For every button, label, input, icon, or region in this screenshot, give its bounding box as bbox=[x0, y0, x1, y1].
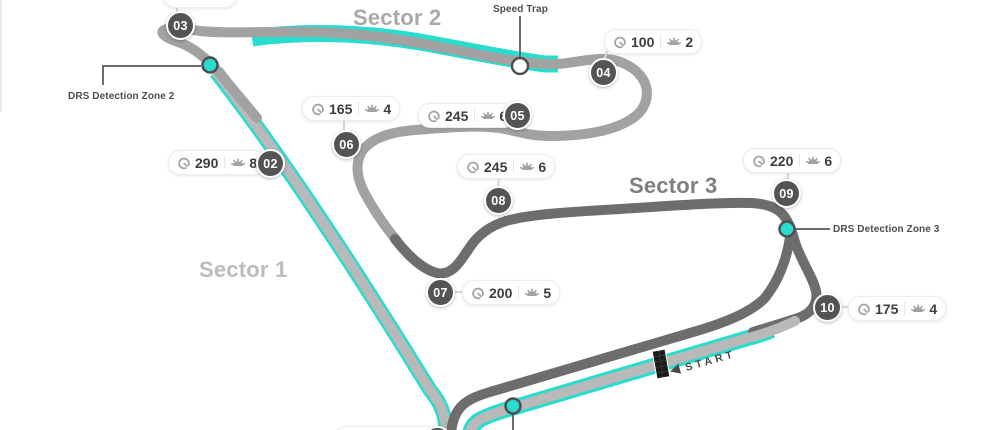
speed-value: 165 bbox=[329, 100, 353, 117]
speed-value: 245 bbox=[445, 107, 469, 124]
drs-detection-zone-3-label: DRS Detection Zone 3 bbox=[833, 224, 940, 235]
speed-gear-badge-turn-02[interactable]: 290 8 bbox=[168, 150, 267, 175]
speedometer-icon bbox=[427, 109, 441, 123]
gear-value: 6 bbox=[824, 152, 833, 169]
corner-marker-10[interactable]: 10 bbox=[813, 293, 842, 322]
speed-gear-badge-turn-04[interactable]: 100 2 bbox=[604, 29, 703, 54]
speed-value: 175 bbox=[875, 300, 899, 317]
track-start-finish-straight bbox=[465, 316, 800, 430]
speed-gear-badge-turn-09[interactable]: 220 6 bbox=[743, 148, 842, 173]
speed-gear-badge-turn-01-clipped[interactable] bbox=[334, 426, 438, 430]
gear-icon bbox=[520, 160, 535, 173]
left-edge-line bbox=[0, 0, 2, 112]
speedometer-icon bbox=[466, 160, 480, 174]
pill-divider bbox=[513, 160, 515, 173]
speed-gear-badge-turn-07[interactable]: 200 5 bbox=[462, 280, 561, 305]
track-sector3-return bbox=[446, 232, 795, 430]
pill-divider bbox=[518, 286, 520, 299]
speed-gear-badge-turn-10[interactable]: 175 4 bbox=[848, 296, 947, 321]
corner-marker-09[interactable]: 09 bbox=[772, 179, 801, 208]
speed-value: 220 bbox=[770, 152, 794, 169]
speed-trap-label: Speed Trap bbox=[493, 4, 548, 15]
speed-value: 200 bbox=[489, 284, 513, 301]
speed-value: 290 bbox=[195, 154, 219, 171]
speed-trap-dot[interactable] bbox=[510, 56, 530, 76]
sector-1-label: Sector 1 bbox=[199, 257, 288, 282]
finish-line-flag bbox=[651, 348, 671, 380]
drs-detection-dot-1[interactable] bbox=[504, 397, 522, 415]
gear-icon bbox=[481, 109, 496, 122]
gear-value: 4 bbox=[383, 100, 392, 117]
corner-marker-05[interactable]: 05 bbox=[503, 101, 532, 130]
corner-marker-04[interactable]: 04 bbox=[589, 58, 618, 87]
gear-value: 5 bbox=[543, 284, 552, 301]
speed-gear-badge-turn-03-clipped[interactable] bbox=[163, 0, 237, 8]
pill-divider bbox=[660, 35, 662, 48]
track-sector1-uphill bbox=[211, 67, 452, 430]
gear-value: 6 bbox=[538, 158, 547, 175]
speedometer-icon bbox=[471, 286, 485, 300]
start-arrow-icon bbox=[670, 363, 682, 374]
gear-value: 4 bbox=[929, 300, 938, 317]
gear-icon bbox=[525, 286, 540, 299]
pill-divider bbox=[799, 154, 801, 167]
corner-marker-06[interactable]: 06 bbox=[332, 130, 361, 159]
speed-gear-badge-turn-06[interactable]: 165 4 bbox=[302, 96, 401, 121]
speedometer-icon bbox=[752, 154, 766, 168]
speedometer-icon bbox=[613, 35, 627, 49]
pill-divider bbox=[904, 302, 906, 315]
gear-icon bbox=[806, 154, 821, 167]
gear-value: 8 bbox=[249, 154, 258, 171]
gear-icon bbox=[911, 302, 926, 315]
pill-divider bbox=[474, 109, 476, 122]
speedometer-icon bbox=[311, 102, 325, 116]
pill-divider bbox=[224, 156, 226, 169]
drs-detection-dot-2[interactable] bbox=[201, 56, 219, 74]
gear-icon bbox=[365, 102, 380, 115]
corner-marker-08[interactable]: 08 bbox=[484, 186, 513, 215]
corner-marker-07[interactable]: 07 bbox=[426, 278, 455, 307]
gear-value: 2 bbox=[685, 33, 694, 50]
track-sector3 bbox=[390, 197, 822, 337]
drs-detection-zone-2-label: DRS Detection Zone 2 bbox=[68, 91, 175, 102]
gear-icon bbox=[231, 156, 246, 169]
speedometer-icon bbox=[177, 156, 191, 170]
speed-gear-badge-turn-05[interactable]: 245 6 bbox=[418, 103, 517, 128]
speedometer-icon bbox=[857, 302, 871, 316]
speed-gear-badge-turn-08[interactable]: 245 6 bbox=[457, 154, 556, 179]
speed-value: 245 bbox=[484, 158, 508, 175]
sector-2-label: Sector 2 bbox=[353, 5, 442, 30]
pill-divider bbox=[358, 102, 360, 115]
speed-value: 100 bbox=[631, 33, 655, 50]
corner-marker-03[interactable]: 03 bbox=[166, 11, 195, 40]
sector-3-label: Sector 3 bbox=[629, 173, 718, 198]
gear-icon bbox=[667, 35, 682, 48]
drs-detection-dot-3[interactable] bbox=[778, 220, 796, 238]
corner-marker-02[interactable]: 02 bbox=[256, 149, 285, 178]
